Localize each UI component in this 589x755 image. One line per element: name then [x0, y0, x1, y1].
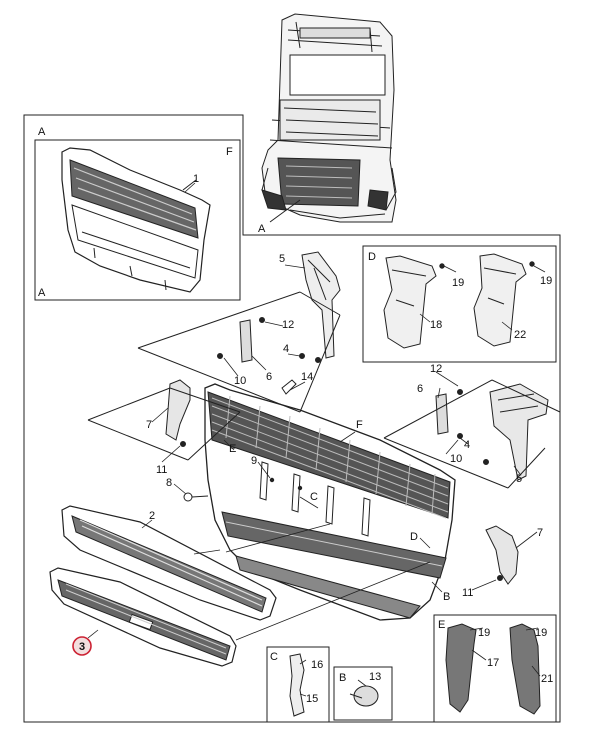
view-b-clip — [349, 685, 379, 707]
part-number-4-left: 4 — [283, 343, 289, 355]
view-letter-e-inset: E — [438, 619, 445, 631]
part-number-6-right: 6 — [417, 383, 423, 395]
view-letter-f-main: F — [356, 419, 363, 431]
view-letter-e-main: E — [229, 443, 236, 455]
part-number-6-left: 6 — [266, 371, 272, 383]
part-number-19-e2: 19 — [535, 627, 547, 639]
part-number-10-right: 10 — [450, 453, 462, 465]
part-number-13: 13 — [369, 671, 381, 683]
part-number-14: 14 — [301, 371, 313, 383]
view-letter-c-inset: C — [270, 651, 278, 663]
part-number-19-e1: 19 — [478, 627, 490, 639]
part-number-18: 18 — [430, 319, 442, 331]
view-c-clips — [289, 653, 305, 717]
part-number-8: 8 — [166, 477, 172, 489]
lower-grille-part-2 — [61, 505, 277, 621]
part-number-4-right: 4 — [464, 439, 470, 451]
view-letter-b-inset: B — [339, 672, 346, 684]
view-letter-d-main: D — [410, 531, 418, 543]
view-letter-labels: A A A F F D D E E C C B B — [38, 126, 450, 684]
screw-part-9 — [269, 477, 303, 491]
part-number-15: 15 — [306, 693, 318, 705]
part-number-12-left: 12 — [282, 319, 294, 331]
view-letter-b-main: B — [443, 591, 450, 603]
part-number-7-left: 7 — [146, 419, 152, 431]
part-number-19-d1: 19 — [452, 277, 464, 289]
part-number-5-left: 5 — [279, 253, 285, 265]
part-number-10-left: 10 — [234, 375, 246, 387]
view-d-panel — [362, 245, 557, 363]
part-number-11-right: 11 — [462, 587, 473, 599]
leader-lines — [87, 182, 546, 697]
part-number-17: 17 — [487, 657, 499, 669]
part-number-5-right: 5 — [516, 473, 522, 485]
part-number-labels: 1 2 3 4 4 5 5 6 6 7 7 8 9 10 10 11 11 12… — [79, 173, 553, 705]
view-e-panel — [433, 614, 557, 723]
part-number-19-d2: 19 — [540, 275, 552, 287]
part-number-9: 9 — [251, 455, 257, 467]
part-number-21: 21 — [541, 673, 553, 685]
clip-part-14 — [281, 379, 297, 395]
view-letter-d-inset: D — [368, 251, 376, 263]
part-number-22: 22 — [514, 329, 526, 341]
screw-part-8 — [183, 492, 209, 502]
bracket-7-right — [485, 525, 519, 585]
grille-part-1 — [61, 147, 211, 293]
bumper-grille-part-3 — [49, 567, 237, 667]
view-letter-c-main: C — [310, 491, 318, 503]
part-number-1: 1 — [193, 173, 199, 185]
part-number-2: 2 — [149, 510, 155, 522]
bracket-assembly-left-upper — [137, 251, 341, 413]
highlight-circle-part-3 — [72, 636, 92, 656]
view-letter-a-bottom: A — [38, 287, 46, 299]
diagram-frames — [23, 114, 561, 723]
view-letter-a-panel: A — [38, 126, 46, 138]
view-e-covers — [445, 623, 541, 715]
view-letter-f-inset: F — [226, 146, 233, 158]
bracket-assembly-right — [383, 379, 561, 489]
part-number-12-right: 12 — [430, 363, 442, 375]
truck-cab-illustration — [261, 13, 397, 223]
main-frame — [23, 114, 561, 723]
part-number-7-right: 7 — [537, 527, 543, 539]
part-number-3: 3 — [79, 641, 85, 653]
grille-main-f — [204, 383, 456, 621]
part-number-11-left: 11 — [156, 464, 167, 476]
part-number-16: 16 — [311, 659, 323, 671]
view-a-panel — [34, 139, 241, 301]
view-b-panel — [333, 666, 393, 721]
view-c-panel — [266, 646, 330, 723]
view-d-brackets — [383, 253, 535, 349]
bracket-7-left — [87, 379, 241, 461]
view-letter-a-top: A — [258, 223, 266, 235]
view-a-leader — [269, 199, 301, 223]
